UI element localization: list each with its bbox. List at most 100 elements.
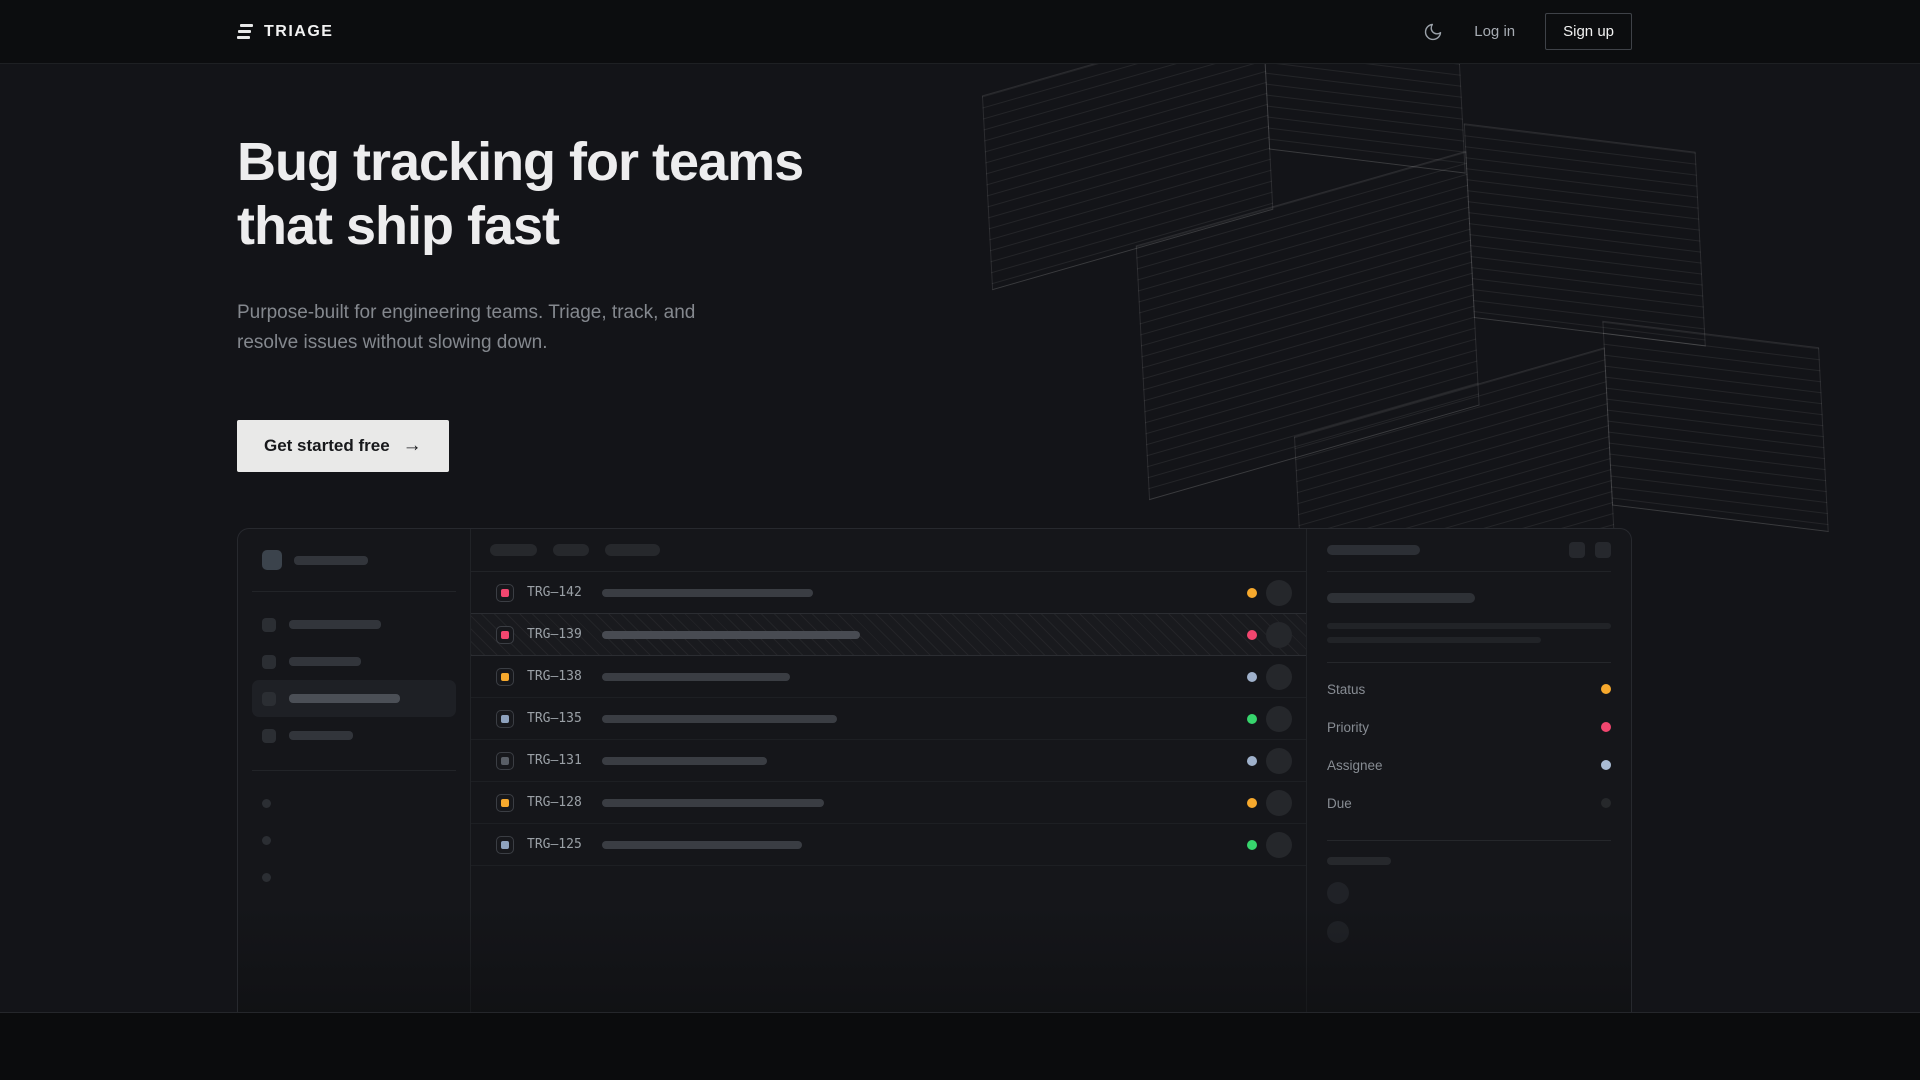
hero-title-line1: Bug tracking for teams xyxy=(237,132,804,192)
placeholder-button xyxy=(1569,542,1585,558)
skeleton-line xyxy=(1327,637,1541,643)
issue-type-icon xyxy=(496,709,514,728)
status-dot xyxy=(1247,797,1257,808)
issue-key: TRG–138 xyxy=(527,669,582,684)
nav-right: Log in Sign up xyxy=(1422,13,1632,50)
skeleton-bar xyxy=(602,672,790,681)
field-value-dot xyxy=(1601,798,1611,808)
skeleton-bar xyxy=(1327,545,1420,555)
filter-pill xyxy=(553,544,589,556)
assignee-avatar xyxy=(1266,579,1292,606)
skeleton-bar xyxy=(289,731,353,740)
skeleton-bar xyxy=(602,798,824,807)
skeleton-bar xyxy=(289,620,381,629)
mockup-workspace-switcher xyxy=(252,550,456,570)
issue-row: TRG–125 xyxy=(471,824,1306,866)
mockup-sidebar-item xyxy=(252,643,456,680)
issue-key: TRG–135 xyxy=(527,711,582,726)
issue-type-icon xyxy=(496,625,514,644)
mockup-issue-list: TRG–142 TRG–139 TRG–138 TRG–135 xyxy=(471,529,1306,1012)
mockup-sidebar-item xyxy=(252,717,456,754)
issue-type-icon xyxy=(496,835,514,854)
issue-type-icon xyxy=(496,751,514,770)
hero-title-line2: that ship fast xyxy=(237,196,560,256)
placeholder-button xyxy=(1595,542,1611,558)
issue-row: TRG–139 xyxy=(471,614,1306,656)
skeleton-bar xyxy=(602,840,802,849)
skeleton-bar xyxy=(289,694,400,703)
detail-section-label xyxy=(1327,857,1611,865)
skeleton-bar xyxy=(294,555,368,565)
mockup-detail-header xyxy=(1327,529,1611,572)
detail-field-row: Priority xyxy=(1327,708,1611,746)
skeleton-bar xyxy=(602,756,767,765)
mockup-sidebar-item xyxy=(252,606,456,643)
label-dot xyxy=(262,873,271,882)
detail-header-buttons xyxy=(1569,542,1611,558)
signup-button[interactable]: Sign up xyxy=(1545,13,1632,50)
arrow-right-icon: → xyxy=(402,435,422,456)
detail-field-row: Due xyxy=(1327,784,1611,822)
hero-content: Bug tracking for teams that ship fast Pu… xyxy=(0,64,1920,472)
comment-avatar xyxy=(1327,921,1349,943)
mockup-sidebar-item-selected xyxy=(252,680,456,717)
skeleton-title xyxy=(1327,593,1475,603)
issue-row: TRG–135 xyxy=(471,698,1306,740)
issue-row: TRG–138 xyxy=(471,656,1306,698)
status-dot xyxy=(1247,587,1257,598)
assignee-avatar xyxy=(1266,831,1292,858)
field-label: Priority xyxy=(1327,719,1370,735)
status-dot xyxy=(1247,629,1257,640)
assignee-avatar xyxy=(1266,747,1292,774)
get-started-button[interactable]: Get started free → xyxy=(237,420,449,472)
workspace-avatar xyxy=(262,550,282,570)
assignee-avatar xyxy=(1266,705,1292,732)
detail-field-row: Status xyxy=(1327,670,1611,708)
detail-field-row: Assignee xyxy=(1327,746,1611,784)
login-link[interactable]: Log in xyxy=(1474,23,1516,40)
issue-key: TRG–142 xyxy=(527,585,582,600)
skeleton-bar xyxy=(602,588,813,597)
triage-bars-icon xyxy=(237,24,253,39)
field-value-dot xyxy=(1601,760,1611,770)
skeleton-bar xyxy=(602,714,837,723)
status-dot xyxy=(1247,671,1257,682)
placeholder-icon xyxy=(262,728,276,743)
skeleton-line xyxy=(1327,623,1611,629)
mockup-list-header xyxy=(471,529,1306,572)
theme-toggle-button[interactable] xyxy=(1422,21,1444,43)
issue-type-icon xyxy=(496,667,514,686)
top-nav: TRIAGE Log in Sign up xyxy=(0,0,1920,64)
brand-name: TRIAGE xyxy=(264,22,334,40)
skeleton-bar xyxy=(602,630,860,639)
issue-row: TRG–142 xyxy=(471,572,1306,614)
comment-avatar xyxy=(1327,882,1349,904)
filter-pill xyxy=(605,544,660,556)
status-dot xyxy=(1247,713,1257,724)
field-label: Status xyxy=(1327,681,1366,697)
divider xyxy=(1327,662,1611,663)
divider xyxy=(252,591,456,592)
assignee-avatar xyxy=(1266,789,1292,816)
placeholder-icon xyxy=(262,617,276,632)
brand-link[interactable]: TRIAGE xyxy=(237,23,333,41)
moon-icon xyxy=(1425,23,1442,40)
hero-section: Bug tracking for teams that ship fast Pu… xyxy=(0,64,1920,1013)
divider xyxy=(252,770,456,771)
footer-band xyxy=(0,1013,1920,1079)
label-dot xyxy=(262,799,271,808)
field-label: Assignee xyxy=(1327,757,1383,773)
issue-row: TRG–128 xyxy=(471,782,1306,824)
hero-subtitle: Purpose-built for engineering teams. Tri… xyxy=(237,302,696,353)
mockup-sidebar xyxy=(238,529,471,1012)
field-value-dot xyxy=(1601,684,1611,694)
status-dot xyxy=(1247,755,1257,766)
app-mockup: TRG–142 TRG–139 TRG–138 TRG–135 xyxy=(237,528,1632,1012)
divider xyxy=(1327,840,1611,841)
issue-key: TRG–128 xyxy=(527,795,582,810)
issue-key: TRG–139 xyxy=(527,627,582,642)
mockup-detail-panel: Status Priority Assignee Due xyxy=(1306,529,1631,1012)
assignee-avatar xyxy=(1266,621,1292,648)
field-label: Due xyxy=(1327,795,1352,811)
placeholder-icon xyxy=(262,654,276,669)
